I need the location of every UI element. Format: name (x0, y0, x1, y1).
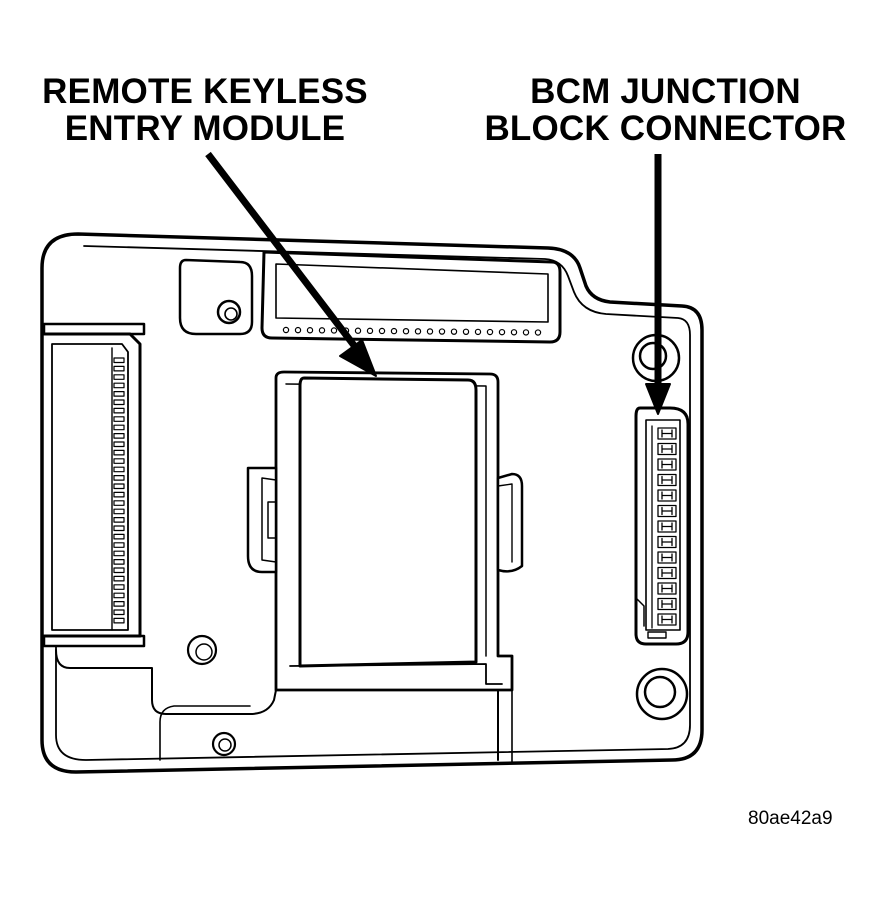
connector-pin (474, 328, 482, 336)
connector-pin (113, 365, 125, 372)
connector-pin (113, 584, 125, 590)
connector-pin (534, 329, 542, 336)
connector-pin (113, 575, 125, 582)
board-notch (55, 649, 277, 715)
connector-pin (390, 327, 398, 335)
callout-bcm-junction-block-connector: BCM JUNCTION BLOCK CONNECTOR (468, 73, 863, 147)
connector-pin (318, 327, 326, 334)
connector-terminal (657, 551, 677, 564)
connector-pin (498, 328, 506, 336)
connector-terminal (657, 597, 677, 611)
connector-pin (294, 326, 302, 334)
connector-pin (113, 600, 125, 607)
connector-pin (510, 329, 518, 336)
connector-pin (113, 617, 125, 624)
callout-remote-keyless-entry-module: REMOTE KEYLESS ENTRY MODULE (20, 73, 390, 147)
connector-pin (113, 458, 125, 464)
connector-pin (113, 407, 125, 414)
connector-terminal (657, 473, 677, 487)
connector-pin (113, 533, 125, 540)
connector-terminal (657, 582, 677, 595)
connector-pin (113, 483, 125, 490)
connector-pin (113, 433, 125, 439)
leader-arrow-bcm (645, 154, 671, 415)
connector-pin (113, 391, 125, 397)
connector-terminal (657, 535, 677, 549)
mounting-hole-lower-right (635, 667, 689, 721)
connector-pin (450, 328, 458, 335)
mounting-boss-top-left (178, 258, 254, 336)
figure-id: 80ae42a9 (748, 808, 833, 829)
connector-pin (113, 416, 125, 422)
connector-terminal (657, 520, 677, 533)
connector-pin (113, 525, 125, 532)
small-hole-center-left (186, 634, 218, 666)
connector-pin (426, 328, 434, 335)
connector-pin (438, 328, 446, 335)
connector-pin (113, 542, 125, 548)
connector-pin (113, 399, 125, 406)
top-edge-connector (260, 250, 562, 344)
small-hole-bottom (211, 731, 237, 757)
board-notch-inner (159, 705, 251, 761)
connector-pin (113, 466, 125, 473)
connector-pin (402, 328, 410, 335)
connector-pin (522, 329, 530, 336)
connector-terminal (657, 458, 677, 471)
connector-pin (113, 550, 125, 557)
connector-pin (113, 508, 125, 515)
connector-pin (414, 328, 422, 335)
leader-arrow-rke (205, 151, 377, 377)
connector-pin (113, 491, 125, 498)
callout-rke-line1: REMOTE KEYLESS (42, 72, 368, 111)
callout-bcm-line1: BCM JUNCTION (530, 72, 801, 111)
connector-pin (113, 382, 125, 389)
connector-pin (113, 441, 125, 448)
connector-terminal (657, 504, 677, 518)
connector-terminal (657, 613, 677, 626)
connector-terminal (657, 427, 677, 440)
callout-bcm-line2: BLOCK CONNECTOR (484, 109, 847, 148)
connector-pin (282, 326, 290, 334)
connector-pin (113, 592, 125, 599)
connector-pin (462, 328, 470, 335)
connector-pin (113, 567, 125, 574)
connector-pin (330, 327, 338, 334)
connector-pin (113, 500, 125, 506)
left-edge-connector (42, 322, 146, 648)
bcm-junction-block-connector (634, 406, 690, 646)
connector-pin (113, 516, 125, 523)
connector-terminal (657, 442, 677, 456)
connector-pin (113, 475, 125, 481)
connector-pin (354, 327, 362, 334)
connector-pin (113, 558, 125, 565)
board-inner-edge (55, 245, 691, 761)
callout-rke-line2: ENTRY MODULE (64, 109, 346, 148)
connector-pin (113, 449, 125, 456)
rke-module (246, 370, 524, 763)
connector-pin (486, 328, 494, 336)
connector-pin (366, 327, 374, 335)
connector-pin (306, 327, 314, 334)
connector-terminal (657, 566, 677, 580)
connector-pin (113, 609, 125, 616)
connector-pin (378, 327, 386, 335)
connector-pin (113, 424, 125, 431)
connector-pin (113, 374, 125, 380)
connector-terminal (657, 489, 677, 502)
connector-pin (113, 357, 125, 364)
